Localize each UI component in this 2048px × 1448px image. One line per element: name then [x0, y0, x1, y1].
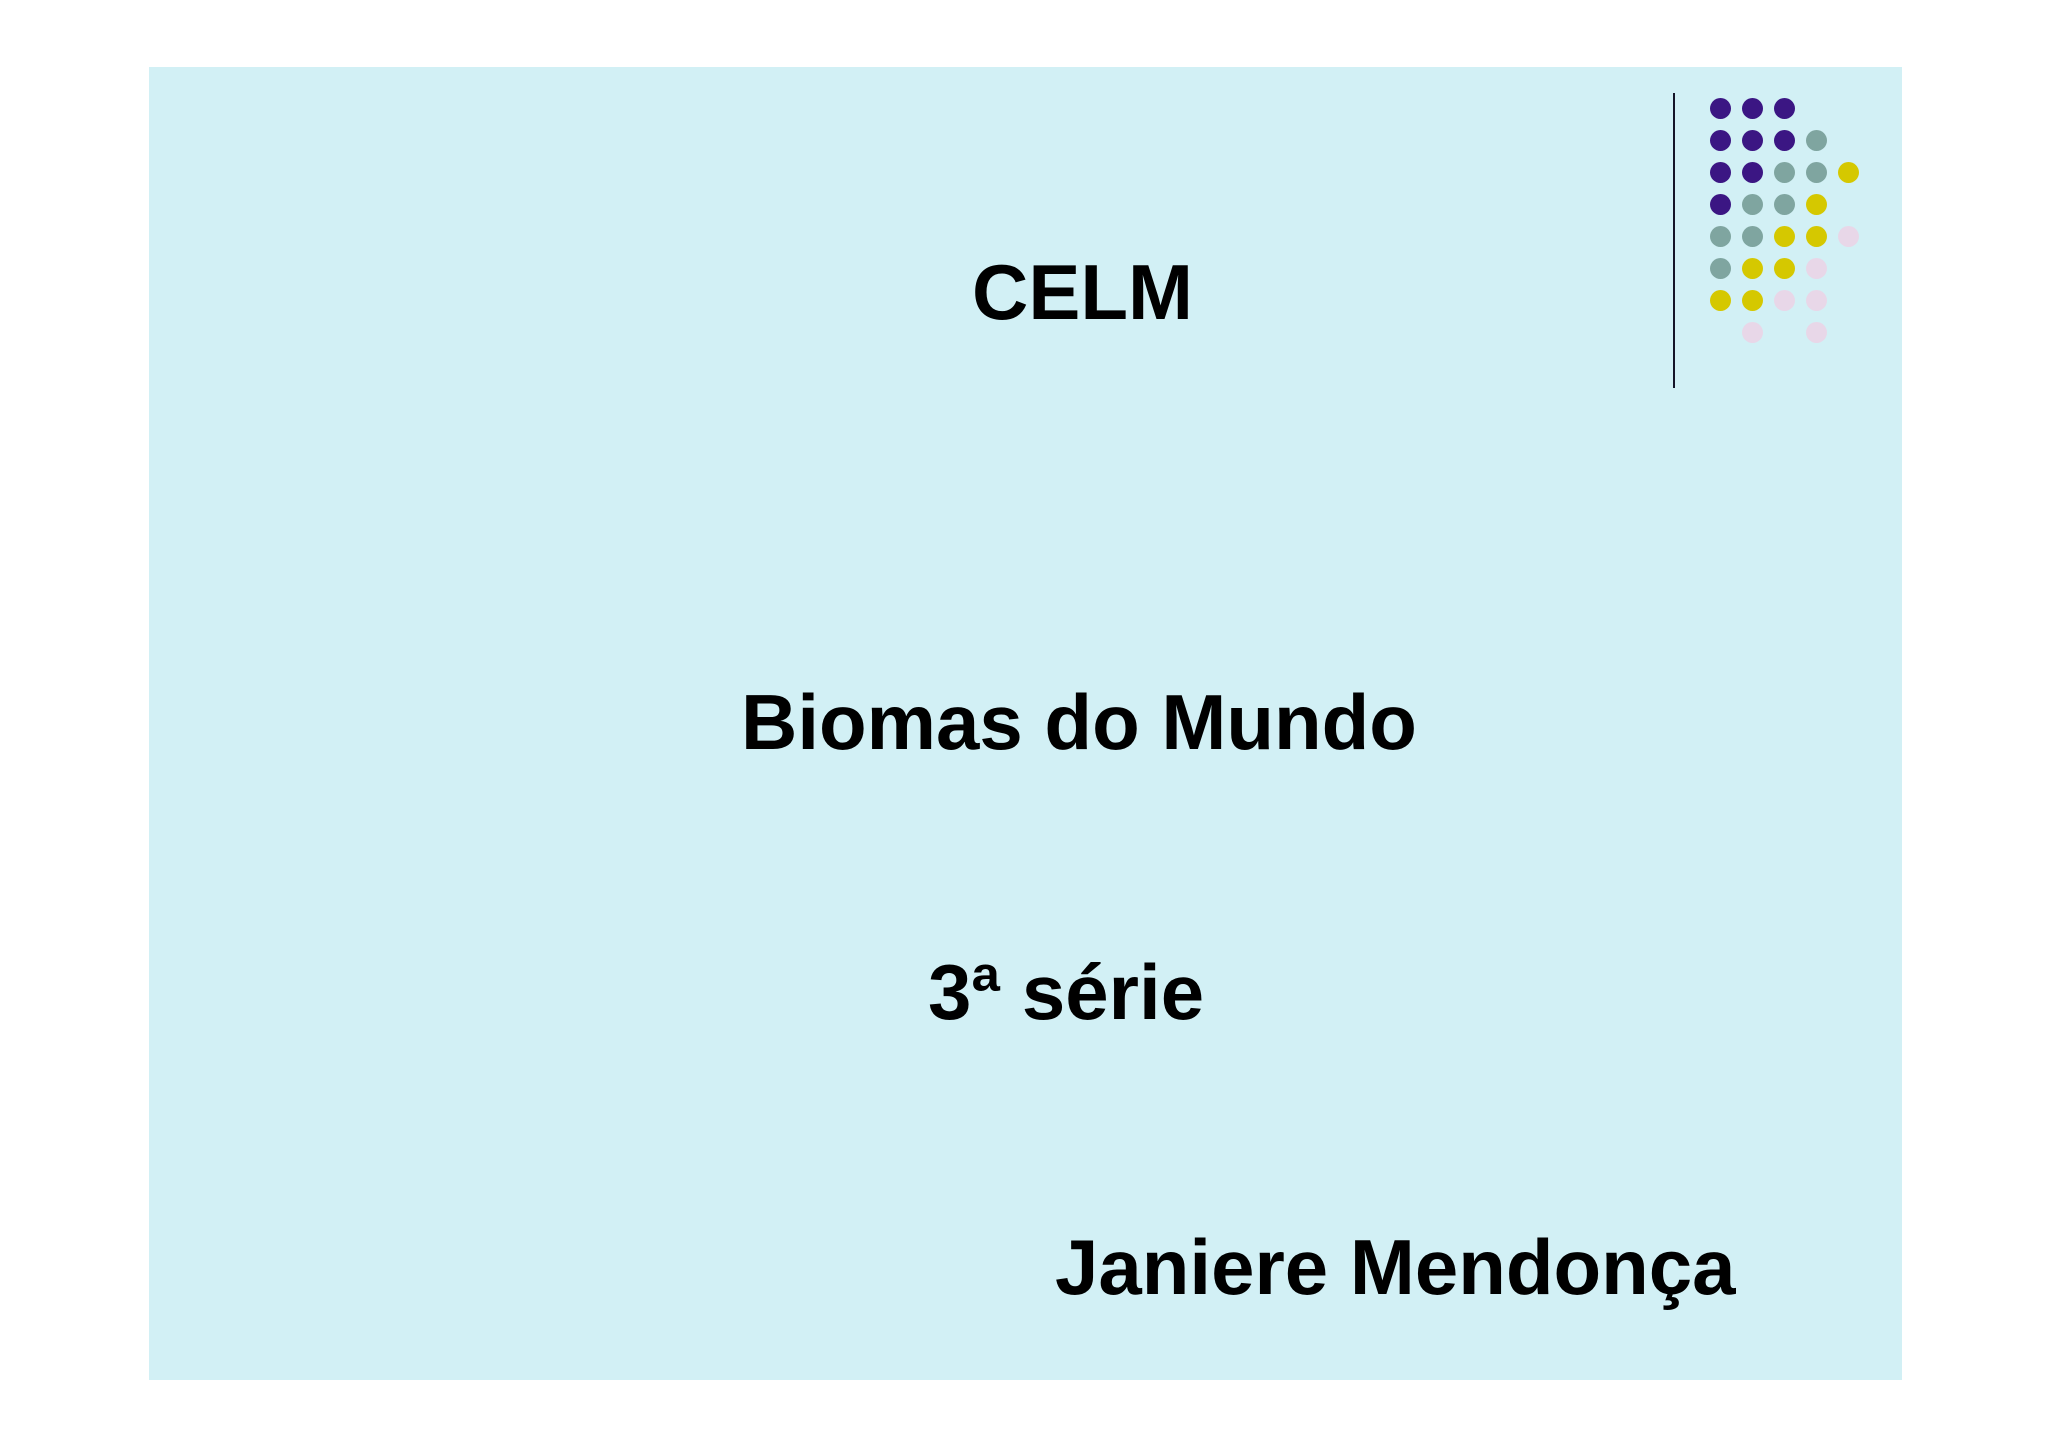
decorative-dot	[1805, 129, 1827, 151]
decorative-dot	[1709, 129, 1731, 151]
decorative-dot	[1741, 193, 1763, 215]
decorative-dot	[1837, 161, 1859, 183]
decorative-dot	[1709, 257, 1731, 279]
decorative-dot	[1773, 161, 1795, 183]
decorative-dot	[1709, 289, 1731, 311]
decorative-dot	[1773, 289, 1795, 311]
decorative-dot	[1805, 225, 1827, 247]
decorative-dot	[1741, 225, 1763, 247]
decorative-dot	[1805, 257, 1827, 279]
decorative-dot	[1837, 225, 1859, 247]
decorative-dot	[1805, 321, 1827, 343]
decorative-dot	[1773, 129, 1795, 151]
slide-title: CELM	[972, 248, 1193, 336]
decorative-dot	[1741, 321, 1763, 343]
decorative-dot	[1741, 129, 1763, 151]
decorative-dot	[1805, 161, 1827, 183]
decorative-dot	[1709, 97, 1731, 119]
decorative-dot	[1709, 193, 1731, 215]
decorative-dot	[1805, 193, 1827, 215]
decorative-dot	[1709, 161, 1731, 183]
decorative-dot	[1741, 257, 1763, 279]
decorative-dot	[1741, 289, 1763, 311]
decorative-dot	[1741, 161, 1763, 183]
decorative-dot	[1709, 225, 1731, 247]
decorative-dot	[1805, 289, 1827, 311]
slide-subtitle: Biomas do Mundo	[741, 678, 1417, 766]
slide-grade-line: 3ª série	[928, 948, 1205, 1036]
title-slide: CELM Biomas do Mundo 3ª série Janiere Me…	[149, 67, 1902, 1380]
decorative-vertical-rule	[1673, 93, 1675, 388]
decorative-dot	[1773, 193, 1795, 215]
slide-author-name: Janiere Mendonça	[1055, 1223, 1736, 1311]
decorative-dot	[1741, 97, 1763, 119]
decorative-dot	[1773, 97, 1795, 119]
decorative-dot	[1773, 225, 1795, 247]
decorative-dot	[1773, 257, 1795, 279]
